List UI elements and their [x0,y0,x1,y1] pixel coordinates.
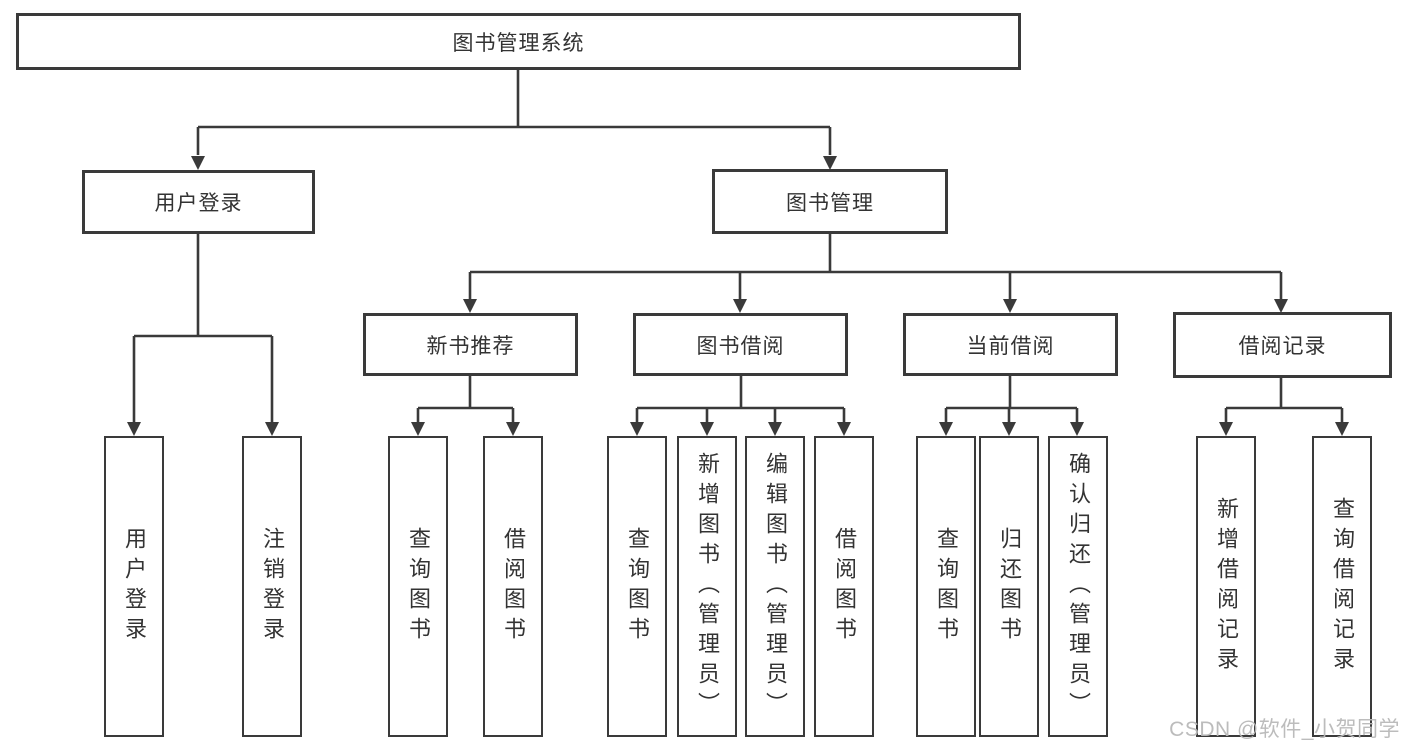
node-current-borrow: 当前借阅 [903,313,1118,376]
leaf-edit-book-admin-label: 编辑图书（管理员） [763,451,788,722]
arrowheads [127,156,1349,436]
node-borrow-record-label: 借阅记录 [1238,335,1327,358]
leaf-add-borrow-record: 新增借阅记录 [1196,436,1256,737]
leaf-add-book-admin-label: 新增图书（管理员） [695,451,720,722]
leaf-query-book-borrow: 查询图书 [607,436,667,737]
node-book-borrow-label: 图书借阅 [696,334,785,358]
leaf-query-book-borrow-label: 查询图书 [625,526,650,647]
leaf-return-book: 归还图书 [979,436,1039,737]
leaf-return-book-label: 归还图书 [997,526,1022,647]
leaf-edit-book-admin: 编辑图书（管理员） [745,436,805,737]
leaf-add-borrow-record-label: 新增借阅记录 [1214,496,1239,677]
leaf-borrow-book-recommend: 借阅图书 [483,436,543,737]
leaf-query-borrow-record-label: 查询借阅记录 [1330,496,1355,677]
leaf-confirm-return-admin: 确认归还（管理员） [1048,436,1108,737]
leaf-query-borrow-record: 查询借阅记录 [1312,436,1372,737]
leaf-logout-label: 注销登录 [260,526,285,647]
node-new-book-recommend: 新书推荐 [363,313,578,376]
leaf-borrow-book-label: 借阅图书 [832,526,857,647]
node-borrow-record: 借阅记录 [1173,312,1392,378]
node-current-borrow-label: 当前借阅 [966,334,1055,358]
leaf-borrow-book-recommend-label: 借阅图书 [501,526,526,647]
leaf-confirm-return-admin-label: 确认归还（管理员） [1066,451,1091,722]
leaf-query-book-current: 查询图书 [916,436,976,737]
leaf-user-login-label: 用户登录 [122,526,147,647]
csdn-watermark: CSDN @软件_小贺同学 [1169,718,1400,741]
leaf-query-book-current-label: 查询图书 [934,526,959,647]
leaf-borrow-book: 借阅图书 [814,436,874,737]
node-new-book-recommend-label: 新书推荐 [426,334,515,358]
node-book-management: 图书管理 [712,169,948,234]
node-root-label: 图书管理系统 [452,31,585,55]
node-book-borrow: 图书借阅 [633,313,848,376]
node-user-login-label: 用户登录 [154,192,243,215]
leaf-logout: 注销登录 [242,436,302,737]
leaf-user-login: 用户登录 [104,436,164,737]
node-book-management-label: 图书管理 [786,191,874,215]
node-user-login: 用户登录 [82,170,315,234]
node-root: 图书管理系统 [16,13,1021,70]
leaf-query-book-recommend-label: 查询图书 [406,526,431,647]
leaf-query-book-recommend: 查询图书 [388,436,448,737]
leaf-add-book-admin: 新增图书（管理员） [677,436,737,737]
